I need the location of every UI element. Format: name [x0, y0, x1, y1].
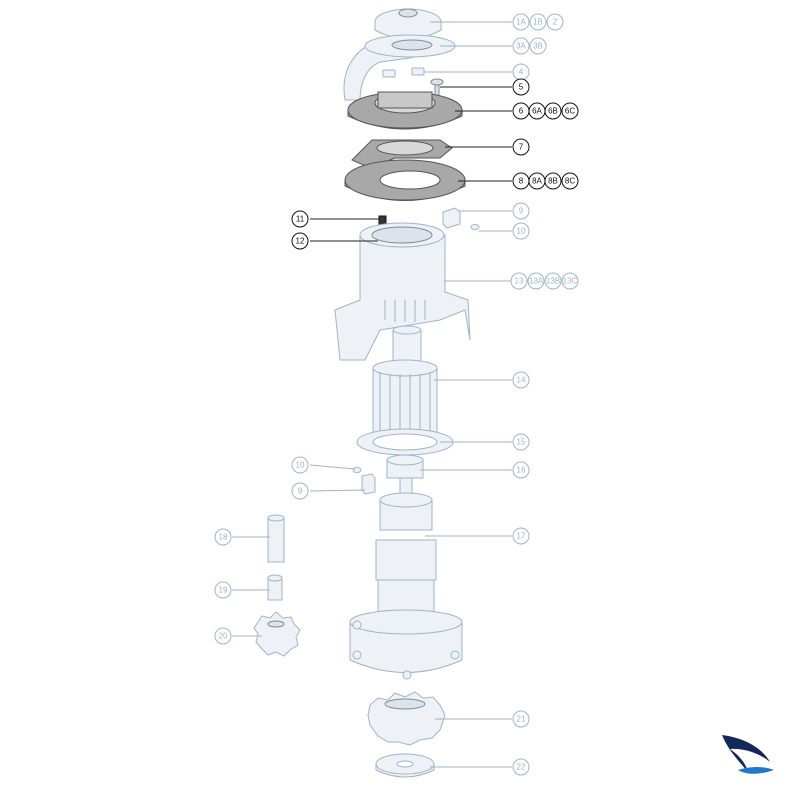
part-clips [382, 67, 425, 78]
svg-text:8B: 8B [548, 177, 558, 186]
svg-text:16: 16 [517, 466, 526, 475]
callout-12: 12 [291, 232, 309, 250]
svg-text:5: 5 [519, 83, 524, 92]
callouts: 1A 1B 2 3A 3B 4 5 6 6A 6B 6C 7 8 8A 8B [214, 13, 579, 776]
callout-8: 8 [512, 172, 530, 190]
svg-text:7: 7 [519, 143, 524, 152]
svg-text:3A: 3A [516, 42, 526, 51]
svg-text:19: 19 [219, 586, 228, 595]
callout-16: 16 [512, 461, 530, 479]
leader-lines [232, 21, 512, 768]
callout-10-upper: 10 [512, 222, 530, 240]
callout-6A: 6A [528, 102, 546, 120]
callout-8C: 8C [561, 172, 579, 190]
callout-14: 14 [512, 371, 530, 389]
svg-text:21: 21 [517, 715, 526, 724]
svg-text:2: 2 [553, 18, 558, 27]
svg-text:17: 17 [517, 532, 526, 541]
callout-3A: 3A [512, 37, 530, 55]
callout-13A: 13A [527, 272, 545, 290]
part-large-gear [367, 691, 446, 746]
svg-text:20: 20 [219, 632, 228, 641]
svg-text:9: 9 [519, 207, 524, 216]
callout-13C: 13C [561, 272, 579, 290]
part-long-pin [267, 514, 285, 563]
callout-17: 17 [512, 527, 530, 545]
callout-9-upper: 9 [512, 202, 530, 220]
svg-text:12: 12 [296, 237, 305, 246]
callout-4: 4 [512, 63, 530, 81]
svg-text:8A: 8A [532, 177, 542, 186]
svg-text:6C: 6C [565, 107, 575, 116]
callout-6C: 6C [561, 102, 579, 120]
callout-7: 7 [512, 138, 530, 156]
callout-6: 6 [512, 102, 530, 120]
svg-text:9: 9 [298, 487, 303, 496]
callout-18: 18 [214, 528, 232, 546]
svg-text:15: 15 [517, 438, 526, 447]
svg-text:4: 4 [519, 68, 524, 77]
svg-text:14: 14 [517, 376, 526, 385]
callout-13: 13 [510, 272, 528, 290]
part-top-plate [347, 91, 463, 130]
svg-text:22: 22 [517, 763, 526, 772]
callout-22: 22 [512, 758, 530, 776]
svg-text:10: 10 [517, 227, 526, 236]
part-pinion-gear [253, 611, 301, 657]
svg-text:6B: 6B [548, 107, 558, 116]
svg-text:11: 11 [296, 215, 305, 224]
callout-21: 21 [512, 710, 530, 728]
part-short-pin [267, 574, 283, 601]
svg-text:8: 8 [519, 177, 524, 186]
callout-19: 19 [214, 581, 232, 599]
svg-text:13B: 13B [546, 277, 560, 286]
svg-text:18: 18 [219, 533, 228, 542]
part-washer-ring [356, 428, 454, 456]
callout-1A: 1A [512, 13, 530, 31]
callout-11: 11 [291, 210, 309, 228]
svg-text:6A: 6A [532, 107, 542, 116]
svg-text:13A: 13A [529, 277, 544, 286]
sail-swoosh-icon [722, 735, 774, 774]
callout-1B: 1B [529, 13, 547, 31]
part-drum-housing [334, 222, 471, 361]
svg-text:3B: 3B [533, 42, 543, 51]
part-collar [386, 454, 424, 499]
callout-8B: 8B [544, 172, 562, 190]
svg-text:13: 13 [515, 277, 524, 286]
part-pawl-plate [351, 139, 453, 169]
callout-15: 15 [512, 433, 530, 451]
callout-13B: 13B [544, 272, 562, 290]
part-base-washer [375, 753, 435, 778]
svg-text:1A: 1A [516, 18, 526, 27]
callout-20: 20 [214, 627, 232, 645]
svg-text:13C: 13C [563, 277, 578, 286]
part-main-shaft [349, 492, 463, 680]
callout-3B: 3B [529, 37, 547, 55]
callout-10-lower: 10 [291, 456, 309, 474]
part-pawl-upper [442, 207, 480, 230]
callout-5: 5 [512, 78, 530, 96]
svg-text:10: 10 [296, 461, 305, 470]
callout-9-lower: 9 [291, 482, 309, 500]
part-base-ring [344, 159, 466, 201]
svg-text:6: 6 [519, 107, 524, 116]
callout-8A: 8A [528, 172, 546, 190]
callout-6B: 6B [544, 102, 562, 120]
callout-2: 2 [546, 13, 564, 31]
svg-text:1B: 1B [533, 18, 543, 27]
part-spline-sleeve [372, 325, 438, 439]
svg-text:8C: 8C [565, 177, 575, 186]
